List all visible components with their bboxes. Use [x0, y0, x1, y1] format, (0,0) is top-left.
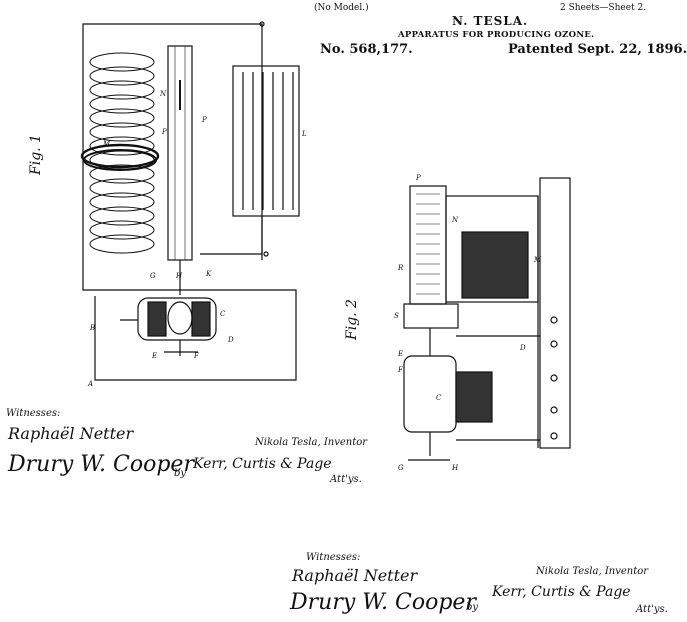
label-h-fig2: H — [451, 464, 459, 472]
inventor-caption: Nikola Tesla, Inventor — [255, 437, 368, 448]
label-p-1: P — [161, 128, 167, 136]
label-e-fig2: E — [397, 350, 403, 358]
label-m: M — [102, 140, 111, 148]
model-note: (No Model.) — [314, 3, 369, 13]
inventor-caption-bottom: Nikola Tesla, Inventor — [536, 566, 649, 577]
label-f: F — [193, 352, 200, 360]
label-d: D — [227, 336, 234, 344]
by-label: by — [174, 468, 187, 479]
label-f-fig2: F — [397, 366, 404, 374]
label-r: R — [397, 264, 404, 272]
witness-signature-1-bottom: Raphaël Netter — [292, 566, 418, 585]
label-n-fig2: N — [451, 216, 459, 224]
patent-date: Patented Sept. 22, 1896. — [508, 42, 687, 57]
patent-number: No. 568,177. — [320, 42, 413, 57]
label-m-fig2: M — [533, 256, 542, 264]
attorney-signature-bottom: Kerr, Curtis & Page — [492, 584, 631, 600]
witnesses-label-bottom: Witnesses: — [306, 552, 361, 563]
label-c-fig2: C — [436, 394, 442, 402]
label-b: B — [89, 324, 95, 332]
label-p-fig2: P — [415, 174, 421, 182]
witness-signature-2-bottom: Drury W. Cooper — [290, 590, 476, 615]
witness-signature-2: Drury W. Cooper — [8, 452, 194, 477]
label-l: L — [301, 130, 307, 138]
label-k: K — [205, 270, 212, 278]
patent-title: APPARATUS FOR PRODUCING OZONE. — [398, 30, 595, 40]
witnesses-label: Witnesses: — [6, 408, 61, 419]
label-e: E — [151, 352, 157, 360]
attorney-signature: Kerr, Curtis & Page — [193, 456, 332, 472]
label-h: H — [175, 272, 183, 280]
label-p-2: P — [201, 116, 207, 124]
sheet-note: 2 Sheets—Sheet 2. — [560, 3, 647, 13]
attys-label-bottom: Att'ys. — [636, 604, 668, 615]
label-a: A — [87, 380, 93, 388]
label-n: N — [159, 90, 167, 98]
label-g: G — [150, 272, 156, 280]
witness-signature-1: Raphaël Netter — [8, 424, 134, 443]
label-s: S — [394, 312, 399, 320]
label-g-fig2: G — [398, 464, 404, 472]
attys-label: Att'ys. — [330, 474, 362, 485]
label-d-fig2: D — [519, 344, 526, 352]
inventor-name: N. TESLA. — [452, 14, 529, 28]
by-label-bottom: by — [466, 602, 479, 613]
label-c: C — [220, 310, 226, 318]
